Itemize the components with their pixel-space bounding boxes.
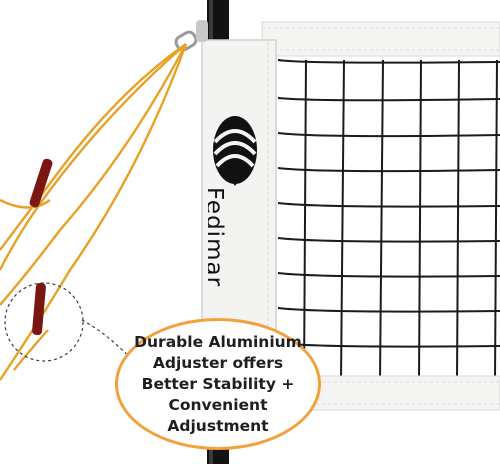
feature-callout-text: Durable Aluminium Adjuster offers Better… (134, 332, 302, 435)
guy-ropes (0, 43, 188, 381)
rope-adjuster-lower (32, 282, 46, 336)
zoom-indicator-circle (4, 282, 84, 362)
brand-text-clip: Fedimar (208, 170, 264, 310)
feature-callout: Durable Aluminium Adjuster offers Better… (115, 318, 321, 450)
brand-logo-icon (213, 116, 257, 186)
carabiner-clip-icon (174, 20, 208, 52)
rope-adjuster-upper (29, 158, 53, 208)
net-top-band (261, 21, 500, 57)
brand-text: Fedimar (208, 186, 228, 288)
